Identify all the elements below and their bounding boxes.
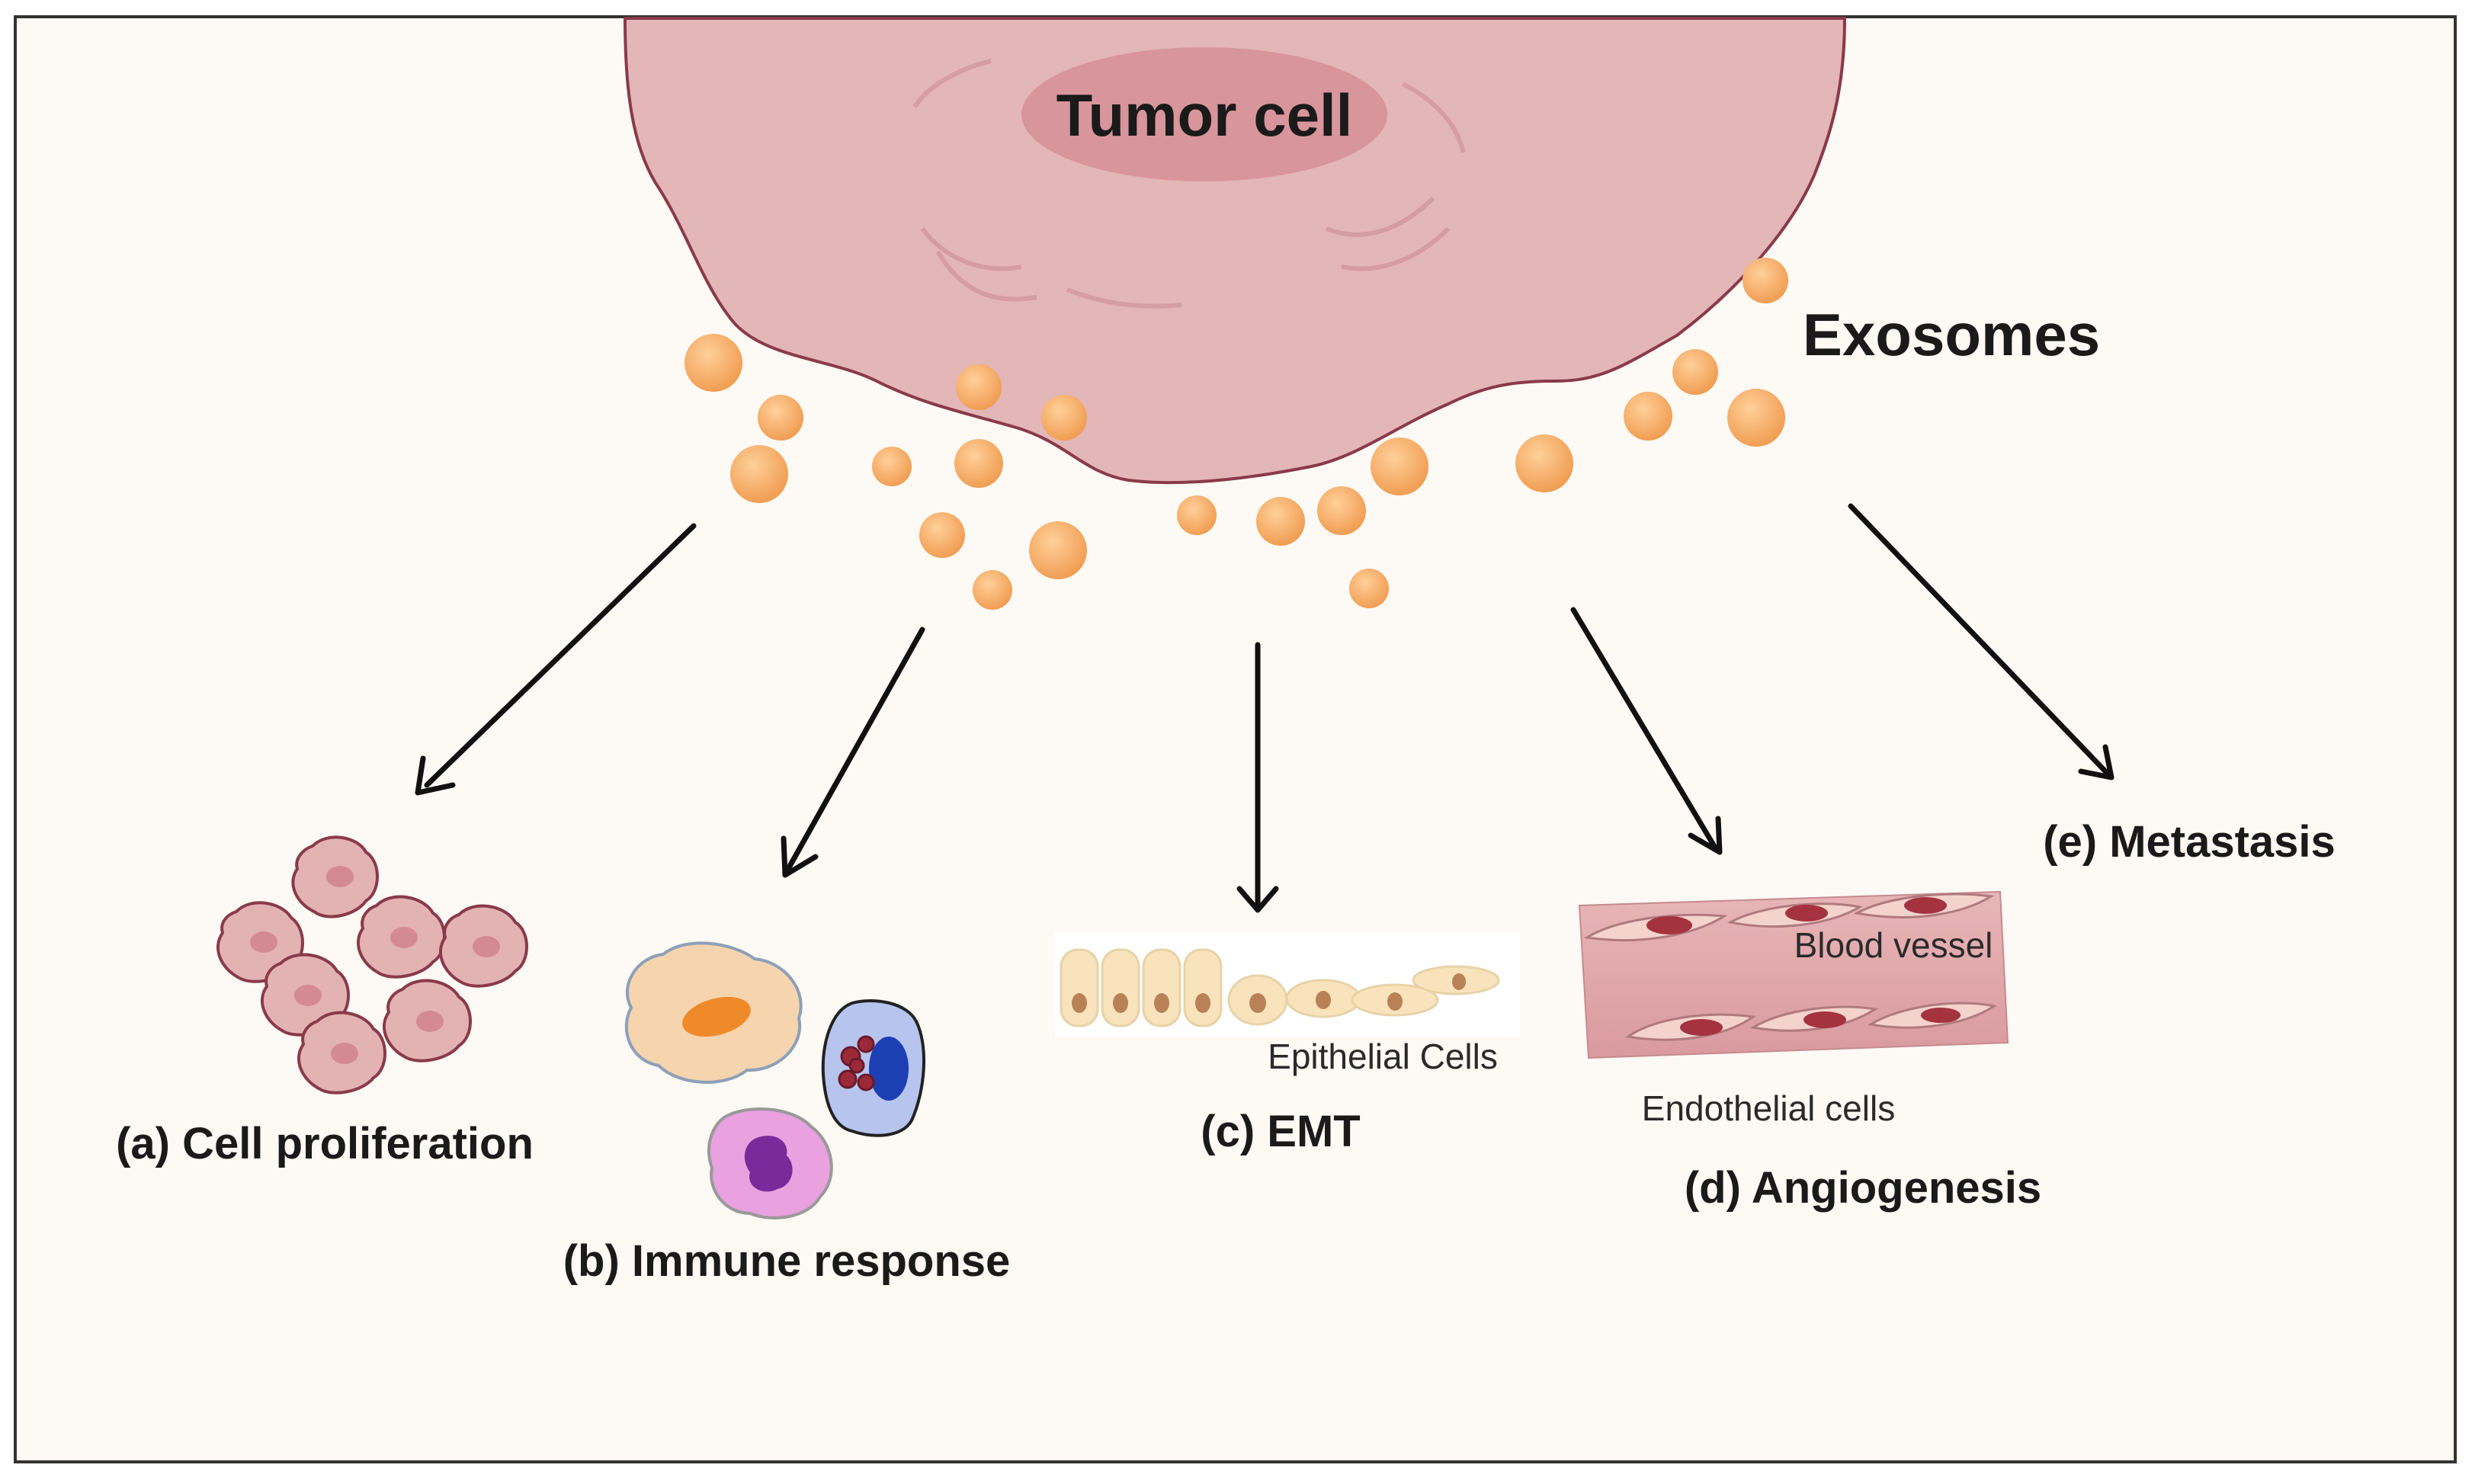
tumor-cytoskeleton-icon — [912, 59, 1466, 309]
epithelial-nuclei — [1072, 973, 1466, 1013]
exosome-vesicle-icon — [758, 395, 803, 441]
arrow-to-immune — [785, 627, 925, 872]
epithelial-cell-icon — [1101, 948, 1140, 1027]
outcome-c-label: (c) EMT — [1201, 1107, 1360, 1156]
exosome-vesicle-icon — [730, 445, 788, 503]
exosome-vesicle-icon — [1029, 521, 1087, 579]
epithelial-cell-icon — [1142, 948, 1181, 1027]
emt-panel: Epithelial Cells — [1055, 931, 1520, 1076]
endothelial-cells-label: Endothelial cells — [1642, 1088, 1895, 1128]
tumor-cell-icon: Tumor cell — [623, 17, 1847, 485]
exosome-vesicle-icon — [954, 439, 1003, 488]
tumor-nucleus — [1021, 47, 1387, 181]
exosome-cluster — [685, 258, 1788, 610]
lymphocyte-nucleus — [869, 1037, 909, 1101]
exosome-vesicle-icon — [1672, 349, 1718, 395]
exosome-vesicle-icon — [1349, 569, 1389, 608]
proliferating-cells-icon — [216, 835, 528, 1095]
exosome-vesicle-icon — [1371, 438, 1428, 495]
outcome-a-label: (a) Cell proliferation — [116, 1119, 534, 1168]
blood-vessel-label: Blood vessel — [1794, 925, 1993, 965]
immune-cells-icon — [624, 941, 926, 1220]
outcome-b-label: (b) Immune response — [563, 1236, 1011, 1286]
tumor-cell-label: Tumor cell — [1056, 82, 1353, 149]
exosome-vesicle-icon — [956, 364, 1002, 410]
exosome-vesicle-icon — [685, 334, 742, 392]
outcome-e-label: (e) Metastasis — [2043, 817, 2336, 867]
exosome-vesicle-icon — [1256, 497, 1305, 546]
macrophage-nucleus — [682, 996, 751, 1037]
exosome-vesicle-icon — [1177, 495, 1217, 535]
arrow-to-angiogenesis — [1570, 607, 1718, 851]
exosomes-label: Exosomes — [1803, 301, 2100, 368]
neutrophil-nucleus — [744, 1136, 793, 1192]
arrows — [415, 503, 2115, 913]
epithelial-cell-icon — [1060, 948, 1099, 1027]
outcome-d-label: (d) Angiogenesis — [1685, 1163, 2041, 1213]
exosome-vesicle-icon — [1624, 392, 1672, 441]
endothelial-cells-icon — [1583, 893, 1997, 1041]
exosome-vesicle-icon — [1041, 395, 1087, 441]
exosome-vesicle-icon — [1515, 434, 1573, 492]
epithelial-cell-icon — [1183, 948, 1223, 1027]
arrow-to-metastasis — [1848, 503, 2110, 776]
blood-vessel-icon: Blood vessel — [1578, 890, 2009, 1059]
exosome-vesicle-icon — [872, 447, 912, 486]
epithelial-cells-label: Epithelial Cells — [1268, 1037, 1498, 1076]
exosome-vesicle-icon — [919, 512, 965, 558]
lymphocyte-granules — [838, 1035, 875, 1091]
exosome-vesicle-icon — [1727, 389, 1785, 447]
exosome-vesicle-icon — [973, 570, 1012, 610]
exosome-vesicle-icon — [1317, 486, 1366, 535]
arrow-to-proliferation — [424, 523, 697, 788]
exosome-vesicle-icon — [1743, 258, 1788, 303]
